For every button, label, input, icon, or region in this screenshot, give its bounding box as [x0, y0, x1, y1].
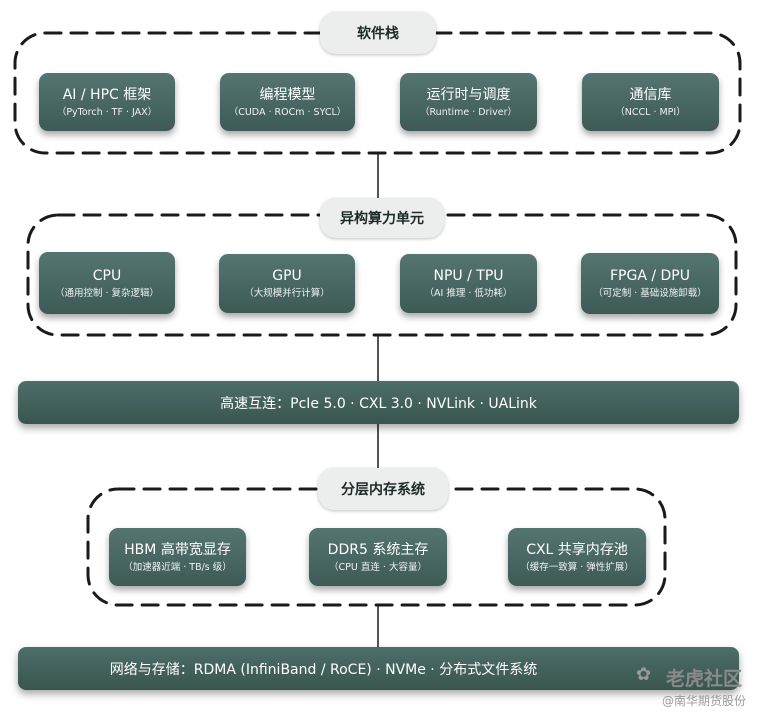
ddr5-card: DDR5 系统主存 （CPU 直连 · 大容量）	[309, 528, 447, 586]
fpga-dpu-card: FPGA / DPU （可定制 · 基础设施卸载）	[581, 253, 719, 314]
cpu-card: CPU （通用控制 · 复杂逻辑）	[39, 252, 175, 314]
gpu-card: GPU （大规模并行计算）	[219, 254, 355, 313]
card-title: 通信库	[629, 86, 672, 103]
programming-model-card: 编程模型 （CUDA · ROCm · SYCL）	[220, 73, 355, 131]
card-title: NPU / TPU	[433, 268, 504, 284]
watermark: ✿ 老虎社区 @南华期货股份	[636, 664, 762, 714]
card-subtitle: （AI 推理 · 低功耗）	[424, 288, 513, 299]
watermark-name: 老虎社区	[666, 668, 743, 690]
card-title: 运行时与调度	[426, 86, 511, 103]
card-title: FPGA / DPU	[609, 268, 690, 284]
hbm-card: HBM 高带宽显存 （加速器近端 · TB/s 级）	[109, 528, 246, 586]
card-subtitle: （PyTorch · TF · JAX）	[56, 106, 158, 118]
cxl-memory-pool-card: CXL 共享内存池 （缓存一致算 · 弹性扩展）	[508, 528, 646, 586]
card-subtitle: （加速器近端 · TB/s 级）	[123, 561, 232, 573]
card-subtitle: （Runtime · Driver）	[420, 106, 517, 118]
card-title: 编程模型	[259, 86, 316, 103]
tiger-logo-icon: ✿	[636, 664, 652, 685]
card-subtitle: （CPU 直连 · 大容量）	[329, 561, 427, 573]
watermark-handle: @南华期货股份	[662, 694, 747, 708]
npu-tpu-card: NPU / TPU （AI 推理 · 低功耗）	[400, 254, 537, 313]
card-title: DDR5 系统主存	[327, 541, 429, 558]
software-stack-frame	[13, 31, 742, 155]
communication-library-card: 通信库 （NCCL · MPI）	[582, 73, 719, 131]
card-subtitle: （NCCL · MPI）	[615, 106, 686, 118]
card-subtitle: （缓存一致算 · 弹性扩展）	[520, 561, 634, 573]
network-storage-bar: 网络与存储：RDMA (InfiniBand / RoCE) · NVMe · …	[18, 647, 739, 690]
card-title: HBM 高带宽显存	[124, 541, 231, 558]
card-title: CPU	[92, 267, 122, 284]
card-subtitle: （可定制 · 基础设施卸载）	[593, 288, 707, 299]
runtime-scheduling-card: 运行时与调度 （Runtime · Driver）	[400, 73, 537, 131]
card-subtitle: （CUDA · ROCm · SYCL）	[228, 106, 347, 118]
card-subtitle: （通用控制 · 复杂逻辑）	[54, 287, 160, 299]
ai-hpc-framework-card: AI / HPC 框架 （PyTorch · TF · JAX）	[39, 73, 175, 131]
card-title: GPU	[272, 268, 302, 284]
card-title: AI / HPC 框架	[62, 86, 152, 103]
interconnect-bar: 高速互连：PcIe 5.0 · CXL 3.0 · NVLink · UALin…	[18, 381, 739, 424]
memory-label: 分层内存系统	[318, 468, 448, 510]
card-title: CXL 共享内存池	[526, 541, 628, 558]
compute-units-label: 异构算力单元	[320, 198, 444, 238]
card-subtitle: （大规模并行计算）	[244, 288, 330, 299]
software-stack-label: 软件栈	[320, 12, 436, 54]
